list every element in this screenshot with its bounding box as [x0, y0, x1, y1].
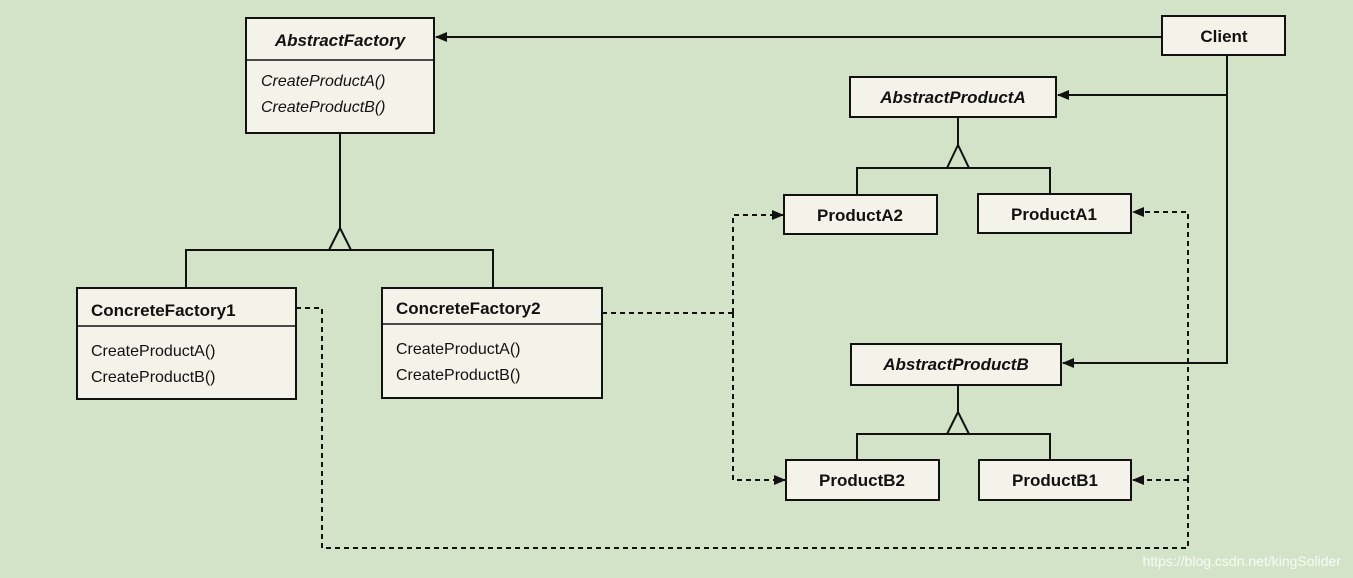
concrete-factory2-method: CreateProductB() — [396, 367, 521, 384]
product-b2-class: ProductB2 — [785, 459, 940, 501]
concrete-factory1-dependency-line — [296, 307, 1189, 549]
product-a1-title: ProductA1 — [1011, 205, 1097, 224]
concrete-factory2-class: ConcreteFactory2 CreateProductA() Create… — [381, 287, 603, 399]
abstract-product-b-inheritance-triangle — [945, 409, 971, 435]
concrete-factory2-title: ConcreteFactory2 — [396, 299, 541, 318]
concrete-factory2-to-product-b2-arrow — [732, 313, 786, 485]
abstract-product-b-title: AbstractProductB — [882, 355, 1028, 374]
concrete-factory2-method: CreateProductA() — [396, 341, 521, 358]
product-b-inheritance-bar — [856, 433, 1051, 460]
client-to-abstract-product-a-arrow — [1057, 55, 1228, 100]
product-a2-title: ProductA2 — [817, 206, 903, 225]
product-b1-title: ProductB1 — [1012, 471, 1098, 490]
watermark-text: https://blog.csdn.net/kingSolider — [1143, 553, 1342, 569]
abstract-factory-title: AbstractFactory — [274, 31, 407, 50]
client-title: Client — [1200, 27, 1248, 46]
abstract-factory-inheritance-triangle — [327, 225, 353, 251]
product-b1-class: ProductB1 — [978, 459, 1132, 501]
concrete-factory1-method: CreateProductB() — [91, 369, 216, 386]
concrete-factory-inheritance-bar — [185, 249, 494, 288]
abstract-product-b-class: AbstractProductB — [850, 343, 1062, 386]
abstract-factory-method: CreateProductB() — [261, 99, 386, 116]
product-a2-class: ProductA2 — [783, 194, 938, 235]
client-to-abstract-product-b-arrow — [1062, 95, 1228, 368]
abstract-factory-class: AbstractFactory CreateProductA() CreateP… — [245, 17, 435, 134]
concrete-factory1-to-product-a1-arrow — [1132, 207, 1189, 480]
concrete-factory1-title: ConcreteFactory1 — [91, 301, 236, 320]
product-a1-class: ProductA1 — [977, 193, 1132, 234]
abstract-product-a-inheritance-triangle — [945, 142, 971, 169]
abstract-product-a-title: AbstractProductA — [879, 88, 1025, 107]
abstract-product-a-class: AbstractProductA — [849, 76, 1057, 118]
concrete-factory1-method: CreateProductA() — [91, 343, 216, 360]
product-b2-title: ProductB2 — [819, 471, 905, 490]
product-a-inheritance-bar — [856, 167, 1051, 195]
client-class: Client — [1161, 15, 1286, 56]
concrete-factory2-to-product-a2-arrow — [732, 210, 784, 313]
concrete-factory1-class: ConcreteFactory1 CreateProductA() Create… — [76, 287, 297, 400]
abstract-factory-method: CreateProductA() — [261, 73, 386, 90]
